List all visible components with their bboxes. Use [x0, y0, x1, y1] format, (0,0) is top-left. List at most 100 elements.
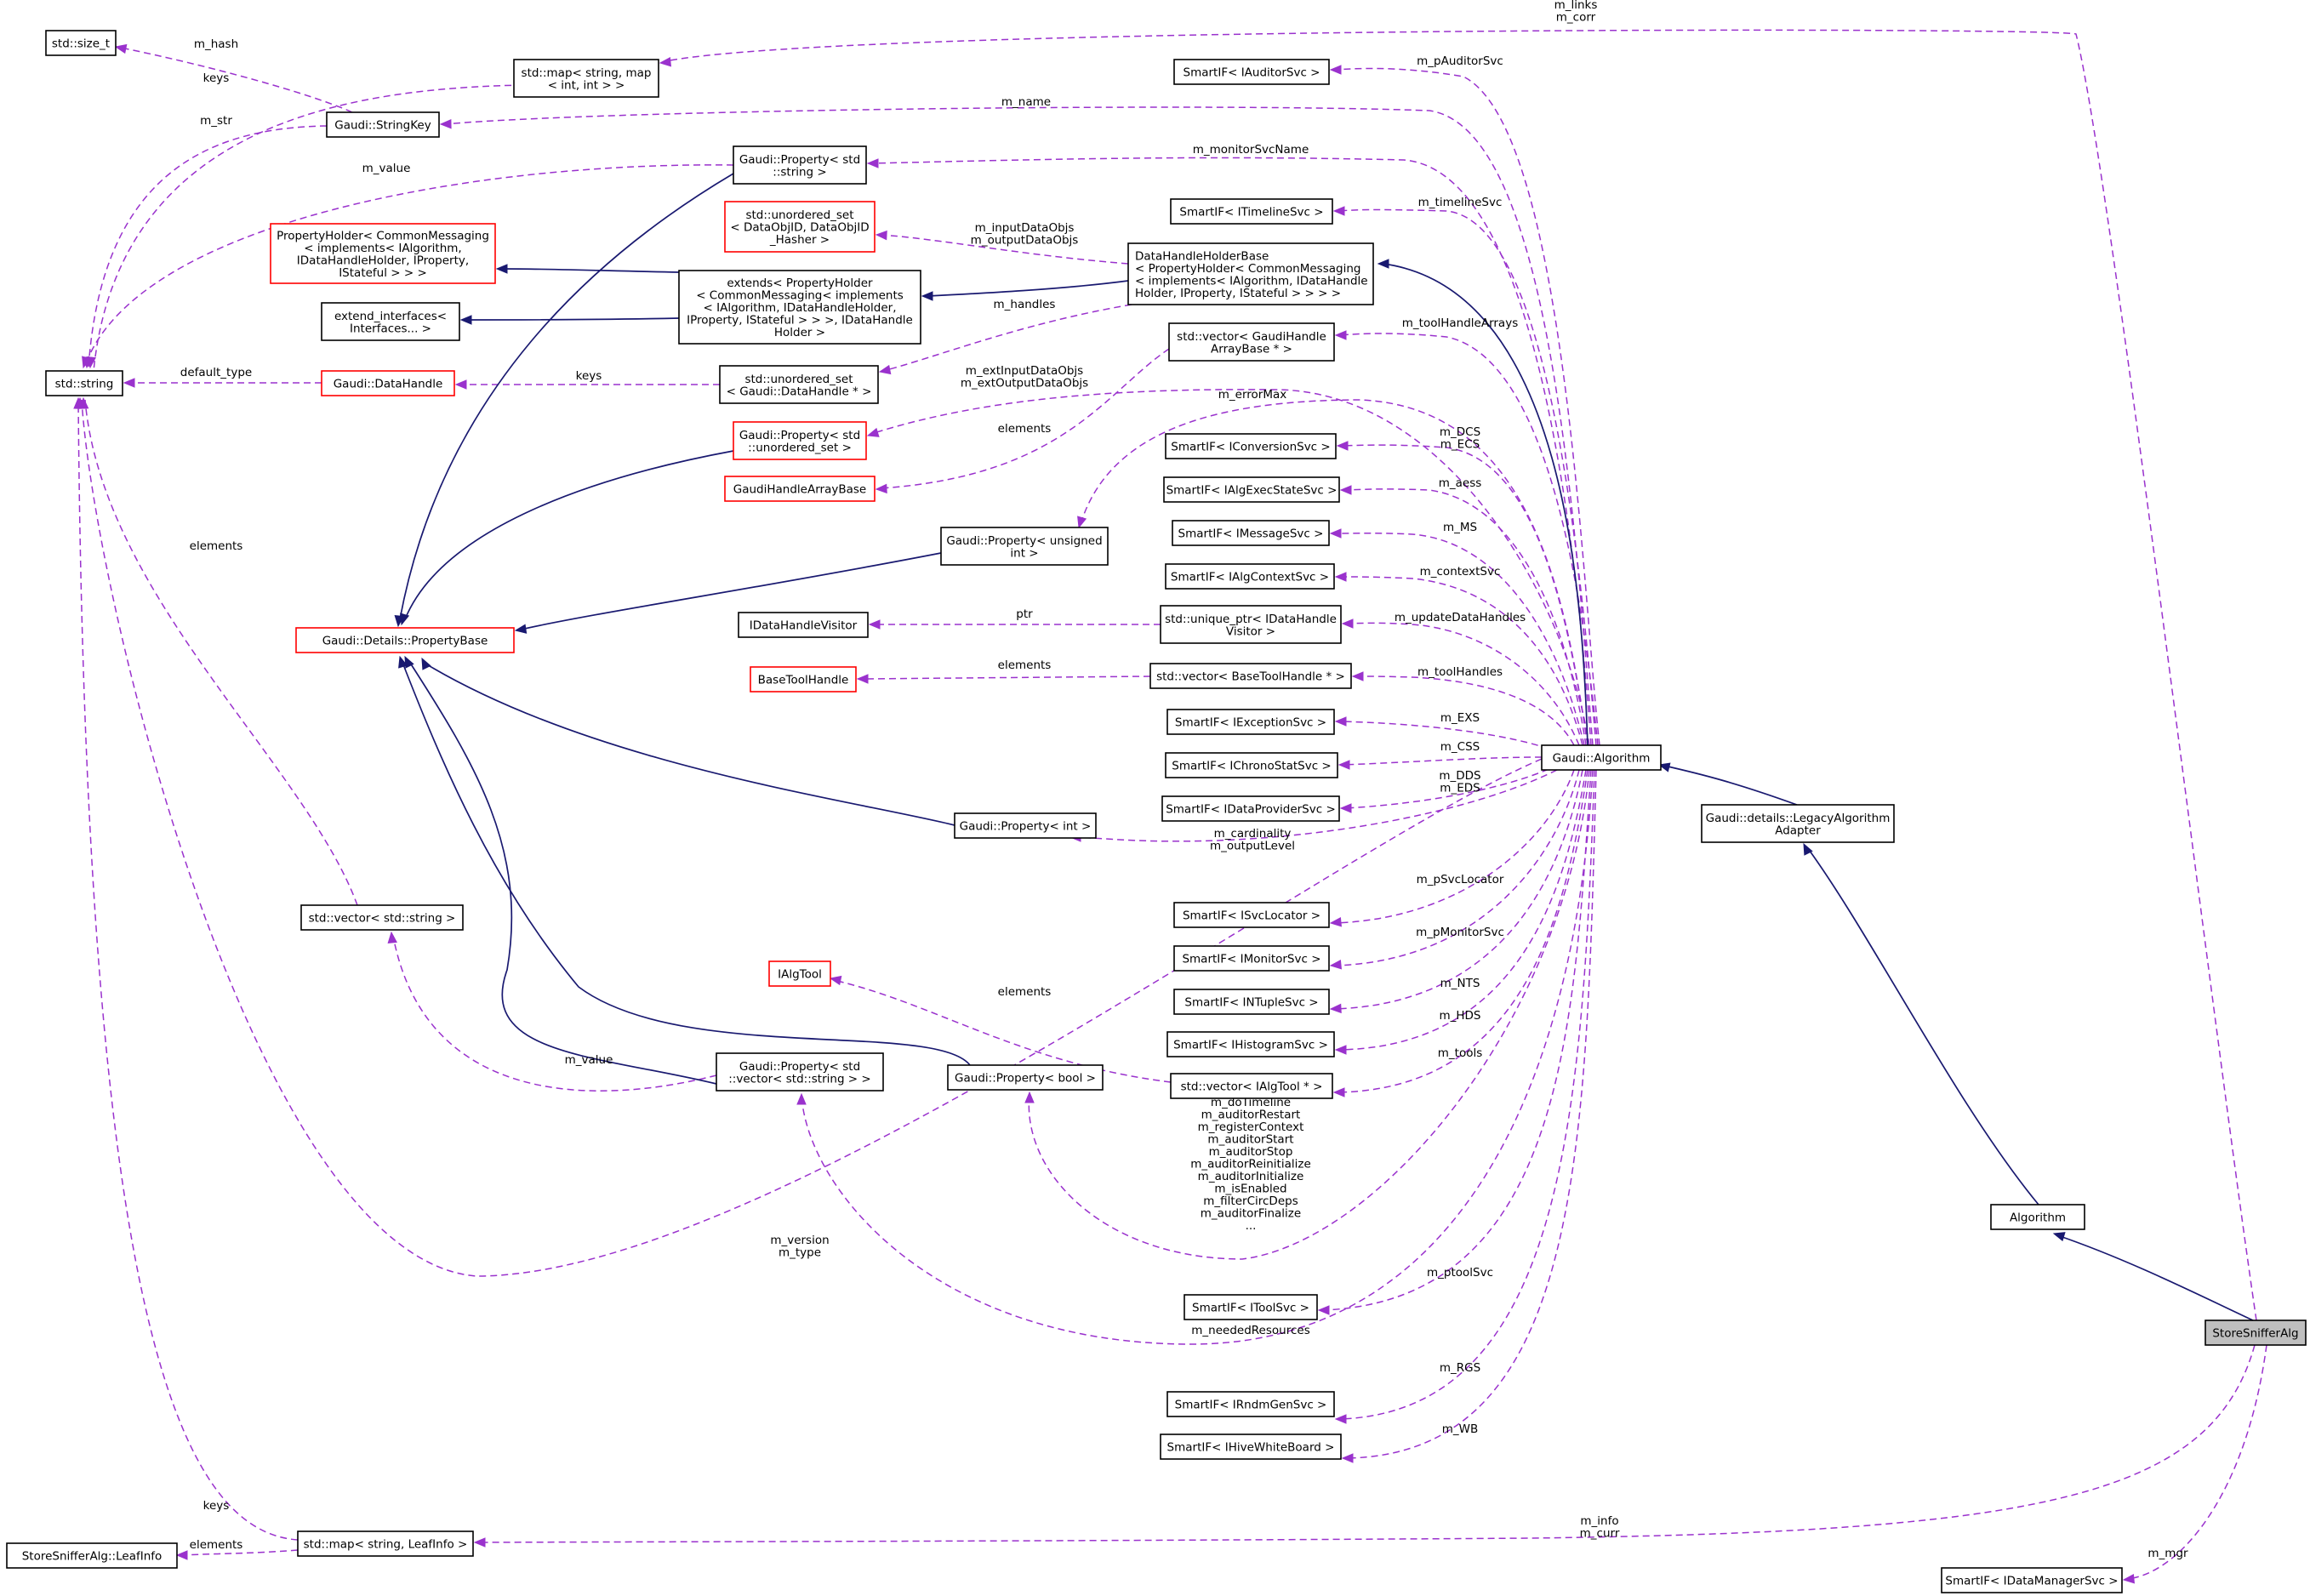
edge-data-handle-holder-base-to-extends [921, 280, 1129, 301]
node-prop-std-string[interactable]: Gaudi::Property< std::string > [733, 145, 867, 185]
node-smart-if-itool-svc[interactable]: SmartIF< IToolSvc > [1184, 1294, 1318, 1320]
node-smart-if-idata-provider-svc[interactable]: SmartIF< IDataProviderSvc > [1161, 795, 1340, 822]
node-prop-unordered-set[interactable]: Gaudi::Property< std::unordered_set > [733, 421, 867, 460]
node-label: SmartIF< ITimelineSvc > [1179, 206, 1323, 219]
edge-label: elements [190, 1538, 243, 1552]
node-smart-if-ialg-context-svc[interactable]: SmartIF< IAlgContextSvc > [1165, 563, 1335, 590]
node-vector-ialg-tool[interactable]: std::vector< IAlgTool * > [1170, 1073, 1333, 1099]
node-box [6, 1542, 178, 1569]
node-label: Gaudi::Property< std [739, 429, 860, 442]
edge-store-sniffer-alg-to-map-string-leafinfo [473, 1344, 2256, 1548]
node-ialg-tool[interactable]: IAlgTool [768, 960, 831, 987]
node-smart-if-ichrono-stat-svc[interactable]: SmartIF< IChronoStatSvc > [1165, 752, 1338, 778]
edge-label: m_toolHandleArrays [1402, 316, 1518, 330]
edge-label: m_extOutputDataObjs [961, 377, 1088, 390]
node-smart-if-iexception-svc[interactable]: SmartIF< IExceptionSvc > [1166, 709, 1335, 735]
arrow-head [73, 396, 83, 409]
arrow-head [82, 356, 92, 369]
node-idata-handle-visitor[interactable]: IDataHandleVisitor [738, 612, 869, 638]
edges-layer [73, 29, 2267, 1584]
node-smart-if-itimeline-svc[interactable]: SmartIF< ITimelineSvc > [1170, 198, 1333, 225]
node-label: SmartIF< IHiveWhiteBoard > [1167, 1441, 1335, 1455]
edge-extends-to-property-holder [495, 264, 680, 274]
node-smart-if-iconversion-svc[interactable]: SmartIF< IConversionSvc > [1165, 433, 1337, 459]
node-unordered-set-objid[interactable]: std::unordered_set< DataObjID, DataObjID… [724, 201, 876, 253]
edge-gaudi-algorithm-to-vector-gaudi-handle-array-base [1334, 330, 1599, 746]
node-box [1168, 322, 1335, 362]
node-extends[interactable]: extends< PropertyHolder< CommonMessaging… [678, 270, 921, 345]
node-smart-if-idata-manager-svc[interactable]: SmartIF< IDataManagerSvc > [1941, 1567, 2123, 1593]
node-base-tool-handle[interactable]: BaseToolHandle [750, 666, 857, 693]
node-size-t[interactable]: std::size_t [45, 30, 117, 56]
node-algorithm[interactable]: Algorithm [1990, 1204, 2085, 1230]
node-box [1149, 663, 1352, 689]
node-prop-int[interactable]: Gaudi::Property< int > [954, 812, 1097, 839]
node-store-sniffer-alg[interactable]: StoreSnifferAlg [2204, 1320, 2307, 1346]
node-box [1701, 804, 1895, 843]
node-data-handle-holder-base[interactable]: DataHandleHolderBase< PropertyHolder< Co… [1127, 242, 1374, 305]
usage-line [1333, 769, 1583, 1010]
node-smart-if-irndm-gen-svc[interactable]: SmartIF< IRndmGenSvc > [1166, 1391, 1335, 1417]
node-smart-if-intuple-svc[interactable]: SmartIF< INTupleSvc > [1173, 989, 1330, 1015]
edge-store-sniffer-alg-to-map-string-map [659, 29, 2257, 1321]
node-extend-interfaces[interactable]: extend_interfaces<Interfaces... > [321, 302, 460, 341]
node-property-base[interactable]: Gaudi::Details::PropertyBase [295, 627, 515, 653]
arrow-head [1334, 330, 1347, 340]
node-map-string-map[interactable]: std::map< string, map< int, int > > [513, 59, 659, 98]
node-box [1172, 520, 1330, 546]
edge-vector-gaudi-handle-array-base-to-gaudi-handle-array-base [875, 348, 1170, 494]
edge-label: keys [203, 1499, 230, 1513]
usage-line [1337, 208, 1597, 746]
edge-gaudi-algorithm-to-data-handle-holder-base [1377, 259, 1588, 746]
edge-label: m_ptoolSvc [1427, 1266, 1493, 1280]
edge-label: m_CSS [1440, 740, 1480, 754]
arrow-head [866, 427, 880, 437]
edge-label: m_name [1001, 95, 1051, 109]
node-string[interactable]: std::string [45, 370, 123, 396]
edge-label: m_HDS [1439, 1009, 1480, 1023]
edge-label: m_EDS [1440, 782, 1480, 795]
edge-label: m_EXS [1440, 711, 1480, 725]
node-smart-if-imessage-svc[interactable]: SmartIF< IMessageSvc > [1172, 520, 1330, 546]
node-box [738, 612, 869, 638]
node-smart-if-ialg-exec-state-svc[interactable]: SmartIF< IAlgExecStateSvc > [1163, 476, 1340, 503]
edge-gaudi-algorithm-to-prop-bool [1024, 769, 1590, 1260]
node-gaudi-algorithm[interactable]: Gaudi::Algorithm [1541, 744, 1662, 771]
arrow-head [1334, 572, 1347, 582]
edge-legacy-algorithm-adapter-to-gaudi-algorithm [1657, 762, 1798, 806]
edge-label: m_pMonitorSvc [1416, 926, 1504, 939]
node-smart-if-ihive-white-board[interactable]: SmartIF< IHiveWhiteBoard > [1160, 1434, 1342, 1460]
edge-prop-unsigned-to-property-base [514, 552, 942, 634]
node-gaudi-handle-array-base[interactable]: GaudiHandleArrayBase [724, 476, 876, 502]
node-map-string-leafinfo[interactable]: std::map< string, LeafInfo > [297, 1530, 474, 1557]
node-prop-bool[interactable]: Gaudi::Property< bool > [947, 1064, 1104, 1091]
node-label: Visitor > [1226, 624, 1275, 638]
node-vector-string[interactable]: std::vector< std::string > [300, 904, 464, 931]
node-unordered-set-dh[interactable]: std::unordered_set< Gaudi::DataHandle * … [719, 365, 879, 404]
node-vector-base-tool-handle[interactable]: std::vector< BaseToolHandle * > [1149, 663, 1352, 689]
arrow-head [1334, 1045, 1347, 1055]
node-unique-ptr-visitor[interactable]: std::unique_ptr< IDataHandleVisitor > [1160, 605, 1342, 644]
node-smart-if-isvc-locator[interactable]: SmartIF< ISvcLocator > [1173, 902, 1330, 928]
node-prop-vec-string[interactable]: Gaudi::Property< std::vector< std::strin… [716, 1052, 884, 1092]
node-label: SmartIF< IMessageSvc > [1178, 527, 1324, 541]
usage-line [477, 1344, 2256, 1543]
edge-prop-unordered-set-to-property-base [400, 450, 734, 626]
node-smart-if-ihistogram-svc[interactable]: SmartIF< IHistogramSvc > [1166, 1031, 1335, 1057]
edge-label: m_errorMax [1218, 388, 1287, 402]
node-smart-if-imonitor-svc[interactable]: SmartIF< IMonitorSvc > [1173, 945, 1330, 972]
node-smart-if-iauditor-svc[interactable]: SmartIF< IAuditorSvc > [1173, 59, 1330, 85]
edge-gaudi-algorithm-to-prop-std-string [866, 157, 1592, 746]
node-string-key[interactable]: Gaudi::StringKey [326, 111, 440, 138]
node-data-handle[interactable]: Gaudi::DataHandle [321, 370, 455, 396]
node-label: std::string [55, 378, 114, 391]
node-leaf-info[interactable]: StoreSnifferAlg::LeafInfo [6, 1542, 178, 1569]
node-property-holder[interactable]: PropertyHolder< CommonMessaging< impleme… [270, 223, 496, 284]
edge-label: m_value [565, 1053, 613, 1067]
node-label: std::vector< GaudiHandle [1177, 330, 1326, 344]
node-vector-gaudi-handle-array-base[interactable]: std::vector< GaudiHandleArrayBase * > [1168, 322, 1335, 362]
node-label: Adapter [1775, 824, 1821, 837]
edge-label: m_RGS [1440, 1361, 1480, 1375]
